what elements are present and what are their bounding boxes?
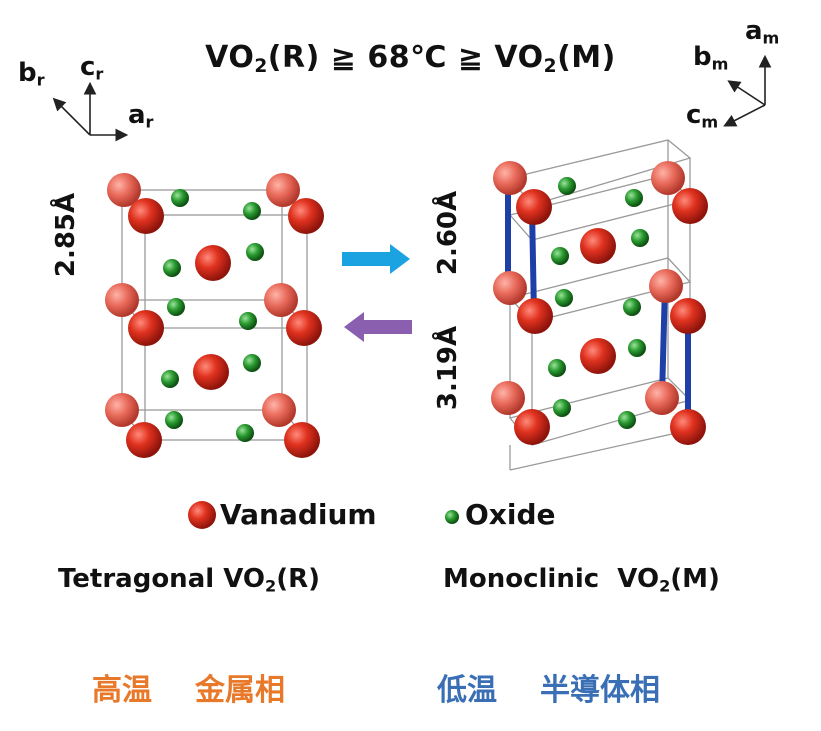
caption-tetragonal: Tetragonal VO2(R) <box>58 564 320 596</box>
rutile-vanadium-atoms <box>105 173 324 458</box>
distance-mono-short: 2.60Å <box>433 190 464 276</box>
label-semiconductor-phase: 半導体相 <box>540 673 660 708</box>
vanadium-atom <box>580 338 616 374</box>
oxide-atom <box>625 189 643 207</box>
monoclinic-vanadium-atoms <box>491 161 708 445</box>
caption-monoclinic: Monoclinic VO2(M) <box>443 564 720 596</box>
oxide-atom <box>548 359 566 377</box>
vanadium-atom <box>286 310 322 346</box>
oxide-atom <box>239 312 257 330</box>
axis-label-am: am <box>745 16 780 48</box>
axis-label-br: br <box>18 58 45 90</box>
vanadium-atom <box>649 269 683 303</box>
oxide-atom <box>171 189 189 207</box>
label-low-temp: 低温 <box>437 673 497 708</box>
monoclinic-axes-icon <box>723 54 772 127</box>
oxide-atom <box>167 298 185 316</box>
vanadium-atom <box>491 381 525 415</box>
page-title: VO2(R) ≧ 68℃ ≧ VO2(M) <box>205 40 616 78</box>
oxide-atom <box>551 247 569 265</box>
vanadium-atom <box>262 393 296 427</box>
oxide-atom <box>243 202 261 220</box>
vanadium-atom <box>493 271 527 305</box>
vanadium-atom <box>514 409 550 445</box>
label-high-temp: 高温 <box>92 673 152 708</box>
vanadium-atom <box>670 298 706 334</box>
oxide-atom <box>243 354 261 372</box>
oxide-atom <box>163 259 181 277</box>
monoclinic-oxide-atoms <box>548 177 649 429</box>
oxide-atom <box>618 411 636 429</box>
vanadium-atom <box>128 310 164 346</box>
arrow-left-icon <box>344 312 412 342</box>
axis-label-cm: cm <box>686 100 719 132</box>
axis-label-bm: bm <box>693 42 729 74</box>
vanadium-atom <box>670 409 706 445</box>
distance-mono-long: 3.19Å <box>433 325 464 411</box>
axis-label-cr: cr <box>80 52 104 84</box>
label-metal-phase: 金属相 <box>195 673 285 708</box>
vanadium-atom <box>284 422 320 458</box>
vanadium-atom <box>288 198 324 234</box>
vanadium-legend-icon <box>188 501 216 529</box>
vanadium-atom <box>126 422 162 458</box>
legend-oxide-label: Oxide <box>465 498 556 531</box>
vanadium-atom <box>193 354 229 390</box>
oxide-atom <box>236 424 254 442</box>
oxide-atom <box>555 289 573 307</box>
vanadium-atom <box>645 381 679 415</box>
vanadium-atom <box>672 188 708 224</box>
vanadium-atom <box>493 161 527 195</box>
oxide-atom <box>628 339 646 357</box>
arrow-right-icon <box>342 244 410 274</box>
oxide-atom <box>623 298 641 316</box>
vanadium-atom <box>128 198 164 234</box>
vanadium-atom <box>651 161 685 195</box>
legend-vanadium-label: Vanadium <box>220 498 377 531</box>
oxide-legend-icon <box>445 510 459 524</box>
distance-rutile: 2.85Å <box>51 192 82 278</box>
vanadium-atom <box>105 393 139 427</box>
vanadium-atom <box>516 189 552 225</box>
oxide-atom <box>553 399 571 417</box>
vanadium-atom <box>105 283 139 317</box>
oxide-atom <box>165 411 183 429</box>
vanadium-atom <box>107 173 141 207</box>
vanadium-atom <box>266 173 300 207</box>
vanadium-atom <box>517 298 553 334</box>
vanadium-atom <box>264 283 298 317</box>
vanadium-atom <box>195 245 231 281</box>
oxide-atom <box>246 243 264 261</box>
vanadium-atom <box>580 228 616 264</box>
oxide-atom <box>631 229 649 247</box>
oxide-atom <box>558 177 576 195</box>
rutile-oxide-atoms <box>161 189 264 442</box>
rutile-axes-icon <box>52 81 129 142</box>
axis-label-ar: ar <box>128 100 154 132</box>
oxide-atom <box>161 370 179 388</box>
